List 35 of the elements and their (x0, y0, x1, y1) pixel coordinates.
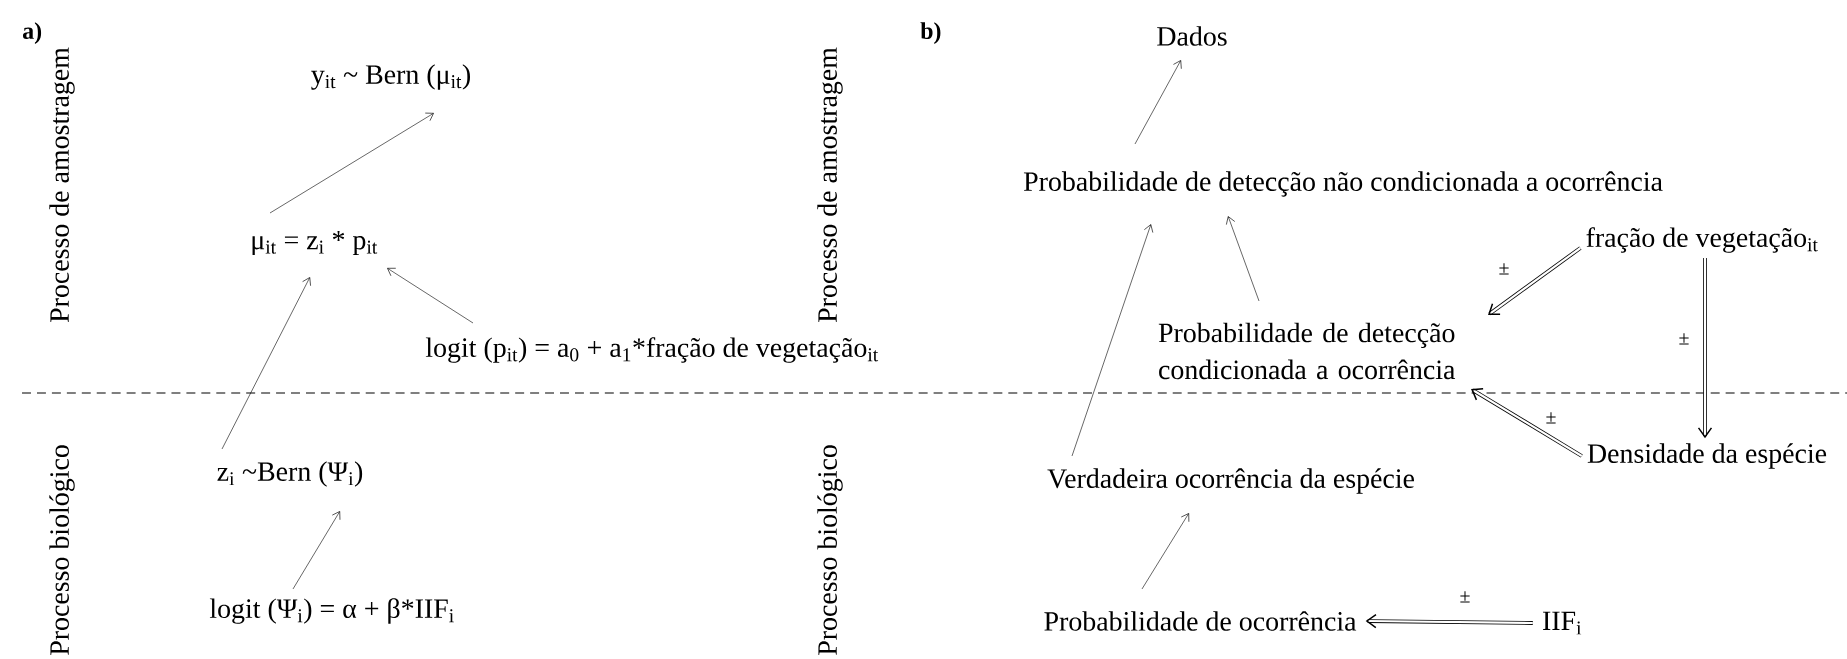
arrow (221, 277, 311, 450)
edge-label: ± (1460, 591, 1470, 603)
arrow (1471, 388, 1583, 458)
arrow (387, 267, 474, 324)
arrow (1071, 224, 1154, 457)
arrow (1365, 613, 1533, 629)
edge-label: ± (1546, 412, 1556, 424)
node-text: y$_{it}$ ~ Bern (μ$_{it}$) (311, 64, 470, 90)
node-text: Probabilidade de ocorrência (1044, 611, 1357, 631)
edge-label: ± (1499, 263, 1509, 275)
section-label: Processo de amostragem (49, 47, 75, 323)
node-text: Dados (1157, 26, 1227, 46)
node-text: Densidade da espécie (1587, 443, 1827, 469)
arrow (1141, 513, 1190, 590)
section-label: Processo de amostragem (817, 47, 843, 323)
edge-label: ± (1679, 333, 1689, 345)
panel-letter: a) (23, 22, 42, 44)
arrow (269, 112, 434, 214)
arrow (292, 511, 341, 590)
arrow (1488, 246, 1582, 316)
node-text: fração de vegetação$_{it}$ (1586, 227, 1818, 253)
section-label: Processo biológico (49, 445, 75, 655)
panel-letter: b) (920, 22, 941, 44)
node-text: Verdadeira ocorrência da espécie (1047, 468, 1414, 494)
node-text: logit (Ψ$_{i}$) = α + β*IIF$_{i}$ (209, 598, 454, 624)
node-text: IIF$_{i}$ (1543, 611, 1582, 635)
node-text: z$_{i}$ ~Bern (Ψ$_{i}$) (217, 461, 363, 487)
arrow (1226, 216, 1260, 302)
arrow (1134, 60, 1182, 145)
arrow (1697, 258, 1713, 439)
node-text: Probabilidade de detecção não condicionada a ocorrência (1023, 171, 1663, 197)
node-text: μ$_{it}$ = z$_{i}$ * p$_{it}$ (252, 230, 378, 256)
node-text: logit (p$_{it}$) = a$_{0}$ + a$_{1}$*fração de vegetação$_{it}$ (425, 337, 879, 363)
section-label: Processo biológico (817, 445, 843, 655)
node-text: Probabilidade de detecção condicionada a ocorrência (1158, 322, 1456, 380)
